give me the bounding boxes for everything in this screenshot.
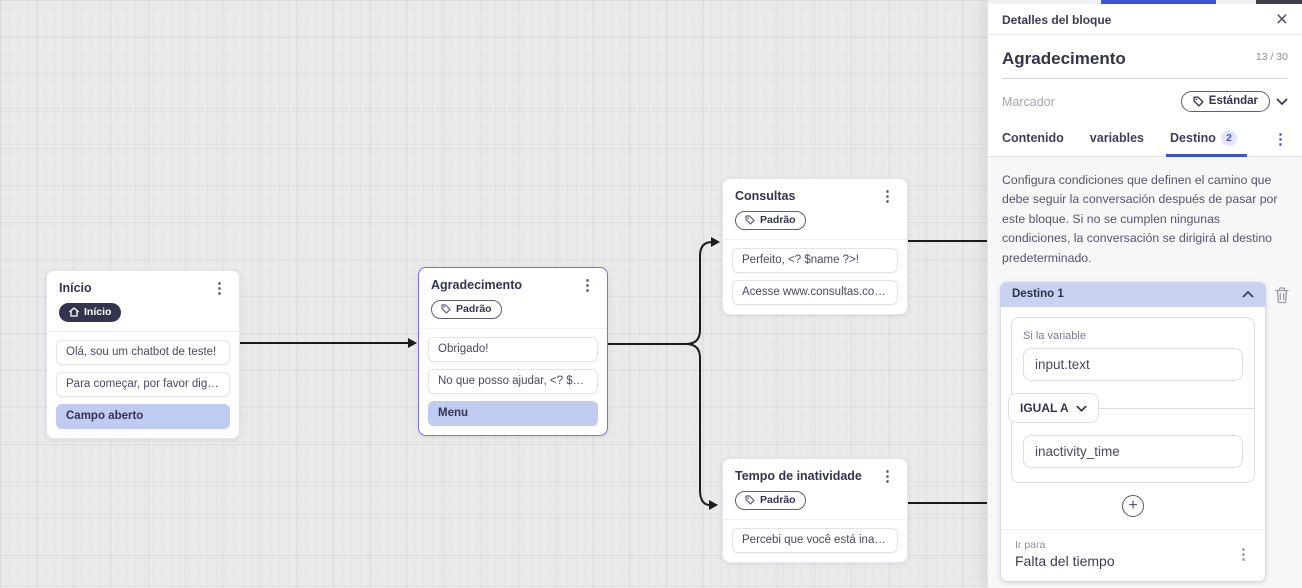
node-menu-icon[interactable]: ⋮ (580, 277, 595, 294)
tabs-menu-icon[interactable]: ⋮ (1273, 130, 1288, 148)
goto-value: Falta del tiempo (1015, 553, 1115, 570)
node-header: Consultas ⋮ Padrão (723, 179, 907, 240)
chevron-down-icon (1076, 405, 1087, 412)
message-item[interactable]: Obrigado! (428, 337, 598, 362)
condition-variable-input[interactable] (1023, 348, 1243, 382)
node-title: Agradecimento (431, 278, 522, 292)
message-item[interactable]: Perfeito, <? $name ?>! (732, 248, 898, 273)
node-header: Agradecimento ⋮ Padrão (419, 268, 607, 329)
panel-tabs: Contenido variables Destino 2 ⋮ (988, 122, 1302, 157)
flow-node-consultas[interactable]: Consultas ⋮ Padrão Perfeito, <? $name ?>… (722, 178, 908, 315)
clipped-dark-segment (1256, 0, 1302, 4)
badge-label: Início (84, 306, 112, 318)
badge-label: Padrão (456, 303, 492, 315)
trash-icon[interactable] (1274, 282, 1290, 309)
tag-icon (1193, 95, 1204, 107)
close-icon[interactable]: × (1275, 8, 1288, 31)
flow-canvas[interactable]: Início ⋮ Início Olá, sou um chatbot de t… (0, 0, 987, 588)
tab-variables[interactable]: variables (1089, 131, 1145, 145)
tag-icon (745, 215, 755, 225)
marker-label: Marcador (1002, 94, 1055, 109)
node-menu-icon[interactable]: ⋮ (212, 280, 227, 297)
flow-node-inicio[interactable]: Início ⋮ Início Olá, sou um chatbot de t… (46, 270, 240, 439)
chevron-up-icon[interactable] (1242, 290, 1254, 298)
marker-value: Estándar (1208, 95, 1258, 107)
condition-value-input[interactable] (1023, 435, 1243, 469)
goto-menu-icon[interactable]: ⋮ (1236, 545, 1251, 563)
node-menu-icon[interactable]: ⋮ (880, 188, 895, 205)
node-title: Consultas (735, 189, 796, 203)
block-details-panel: Detalles del bloque × 13 / 30 Marcador E… (987, 0, 1302, 588)
edge-agradecimento-consultas (608, 241, 713, 345)
node-title: Tempo de inatividade (735, 469, 862, 483)
badge-label: Padrão (760, 214, 796, 226)
destino-count-badge: 2 (1220, 130, 1237, 146)
tag-icon (441, 304, 451, 314)
tag-icon (745, 495, 755, 505)
clipped-tabs-strip (988, 0, 1302, 4)
condition-box: Si la variable IGUAL A (1008, 317, 1255, 484)
node-type-badge: Início (59, 303, 122, 322)
marker-value-pill[interactable]: Estándar (1180, 91, 1270, 112)
node-header: Início ⋮ Início (47, 271, 239, 332)
edge-agradecimento-tempo (608, 343, 710, 506)
destination-title: Destino 1 (1012, 288, 1064, 301)
operator-value: IGUAL A (1020, 401, 1069, 416)
flow-node-tempo-de-inatividade[interactable]: Tempo de inatividade ⋮ Padrão Percebi qu… (722, 458, 908, 563)
menu-item[interactable]: Menu (428, 401, 598, 426)
add-condition-button[interactable]: + (1122, 495, 1144, 518)
block-name-input[interactable] (1002, 49, 1222, 69)
char-counter: 13 / 30 (1255, 51, 1288, 63)
node-header: Tempo de inatividade ⋮ Padrão (723, 459, 907, 520)
destino-description: Configura condiciones que definen el cam… (1002, 173, 1278, 265)
message-item[interactable]: No que posso ajudar, <? $name ... (428, 369, 598, 394)
tab-destino-label: Destino (1170, 131, 1216, 145)
node-type-badge: Padrão (735, 211, 806, 230)
condition-label: Si la variable (1023, 330, 1086, 343)
destination-card-header[interactable]: Destino 1 (1000, 282, 1266, 308)
message-item[interactable]: Para começar, por favor digite o ... (56, 372, 230, 397)
node-type-badge: Padrão (735, 491, 806, 510)
goto-row: Ir para Falta del tiempo ⋮ (1001, 529, 1265, 582)
divider (1098, 407, 1254, 409)
home-icon (69, 307, 79, 317)
destination-card: Destino 1 Si la variable IGUAL A (1000, 282, 1266, 583)
operator-dropdown[interactable]: IGUAL A (1008, 393, 1099, 424)
badge-label: Padrão (760, 494, 796, 506)
panel-title: Detalles del bloque (1002, 12, 1112, 27)
message-item[interactable]: Olá, sou um chatbot de teste! (56, 340, 230, 365)
node-type-badge: Padrão (431, 300, 502, 319)
clipped-active-tab-underline (1101, 0, 1216, 4)
node-title: Início (59, 281, 92, 295)
tab-destino[interactable]: Destino 2 (1166, 122, 1247, 157)
node-menu-icon[interactable]: ⋮ (880, 468, 895, 485)
chevron-down-icon[interactable] (1276, 98, 1288, 106)
goto-label: Ir para (1015, 539, 1046, 552)
tab-contenido[interactable]: Contenido (1002, 131, 1064, 145)
open-field-item[interactable]: Campo aberto (56, 404, 230, 429)
message-item[interactable]: Percebi que você está inativo. C... (732, 528, 898, 553)
flow-node-agradecimento[interactable]: Agradecimento ⋮ Padrão Obrigado! No que … (418, 267, 608, 436)
flow-edges (240, 237, 987, 510)
message-item[interactable]: Acesse www.consultas.com par... (732, 280, 898, 305)
